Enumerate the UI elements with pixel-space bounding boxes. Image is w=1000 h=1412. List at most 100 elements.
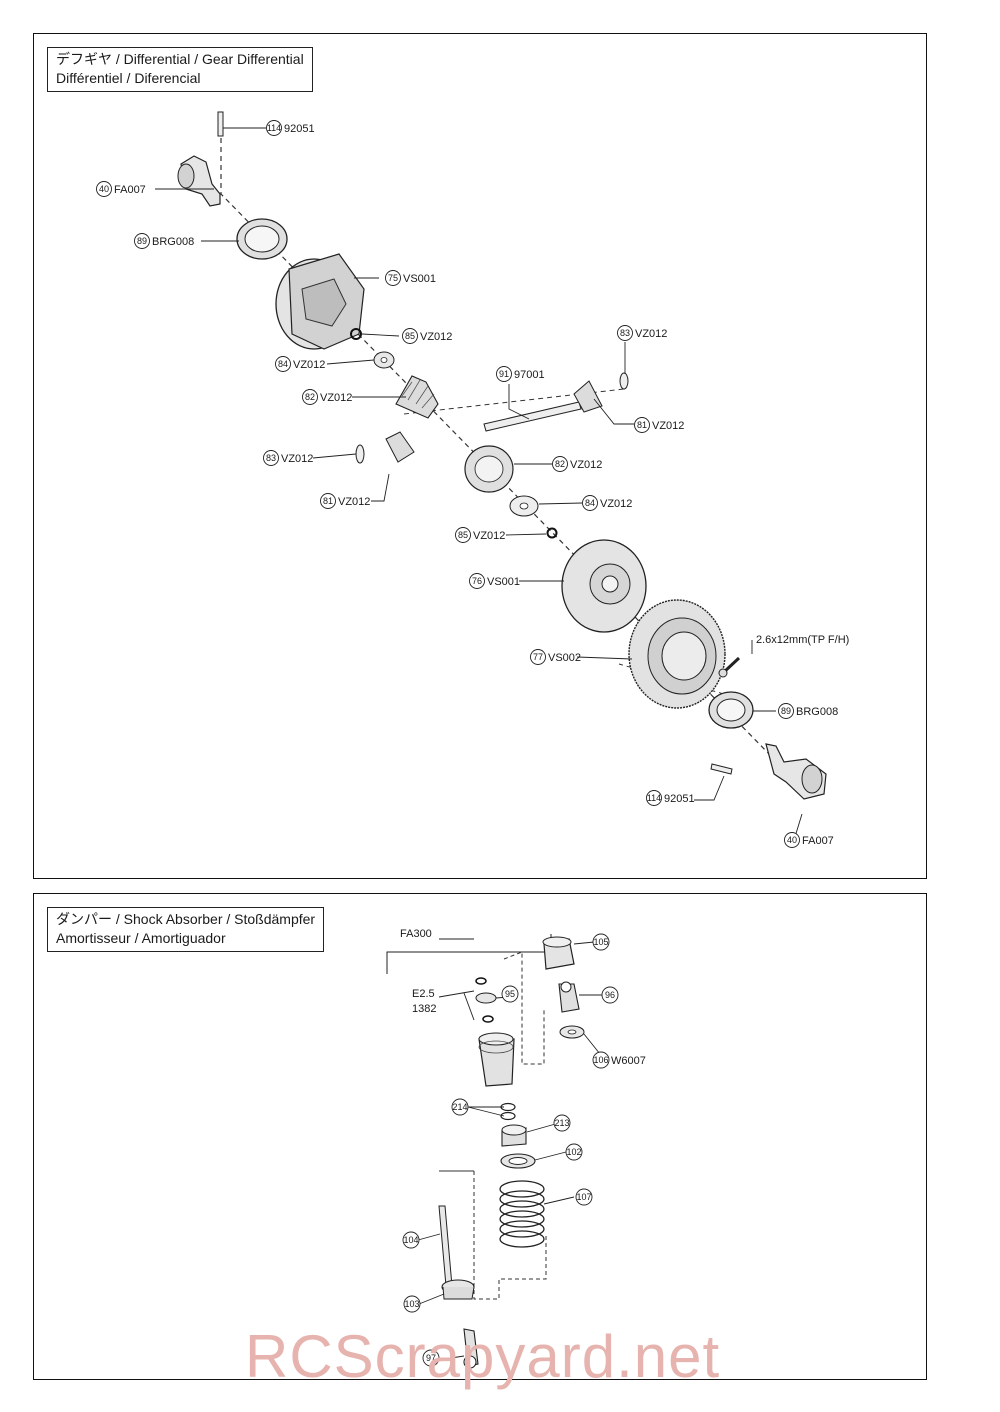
w-part-label: W6007 [611,1055,646,1067]
bearing-top-part [236,218,288,260]
part-code: VS001 [487,576,520,588]
shock-title-line2: Amortisseur / Amortiguador [56,930,226,946]
callout-96: 96 [601,986,619,1004]
diff-ring-gear-part [628,599,726,709]
svg-text:104: 104 [403,1235,418,1245]
callout-85-top: 85 VZ012 [402,328,452,344]
svg-text:85: 85 [405,331,415,341]
part-code: VZ012 [281,453,313,465]
svg-text:96: 96 [605,990,615,1000]
svg-text:114: 114 [267,123,281,133]
callout-81-left: 81 VZ012 [320,493,370,509]
part-code: VZ012 [635,328,667,340]
washer-top-part [373,351,395,369]
callout-114-lower: 114 92051 [646,790,695,806]
callout-213: 213 [553,1114,571,1132]
svg-text:75: 75 [388,273,398,283]
e-clip-lower-part [482,1015,494,1023]
part-code: VZ012 [652,420,684,432]
part-code: 92051 [284,123,315,135]
part-code: VZ012 [320,392,352,404]
part-code: BRG008 [796,706,838,718]
callout-89-top: 89 BRG008 [134,233,194,249]
callout-83-right: 83 VZ012 [617,325,667,341]
callout-89-lower: 89 BRG008 [778,703,838,719]
e-clip-part-label: 1382 [412,1003,436,1015]
assembly-axis-line [220,129,775,760]
svg-text:81: 81 [323,496,333,506]
shock-body-part [478,1032,515,1087]
callout-97: 97 [422,1349,440,1367]
outdrive-lower-part [765,743,827,800]
diff-case-part [275,253,365,350]
screw-part [718,656,741,678]
svg-text:81: 81 [637,420,647,430]
outdrive-top-part [177,155,221,207]
svg-text:102: 102 [566,1147,581,1157]
bevel-gear-top-part [395,375,439,419]
part-code: VZ012 [600,498,632,510]
svg-text:82: 82 [305,392,315,402]
differential-panel: デフギヤ / Differential / Gear Differential … [33,33,927,879]
svg-text:91: 91 [499,369,509,379]
o-ring-lower-part [546,527,558,539]
callout-40-lower: 40 FA007 [784,832,834,848]
differential-title-box: デフギヤ / Differential / Gear Differential … [47,47,313,92]
callout-214: 214 [451,1098,469,1116]
spring-part [499,1180,545,1248]
set-bracket [386,934,552,974]
svg-text:84: 84 [585,498,595,508]
callout-85-lower: 85 VZ012 [455,527,505,543]
svg-text:84: 84 [278,359,288,369]
watermark-text: RCScrapyard.net [245,1323,721,1390]
part-code: FA007 [802,835,834,847]
callout-107: 107 [575,1188,593,1206]
differential-exploded-diagram: 114 92051 40 FA007 89 BRG008 75 VS001 85… [96,111,849,848]
o-ring-top-part [350,328,362,340]
washer-left-part [355,444,365,464]
svg-text:107: 107 [576,1192,591,1202]
svg-text:114: 114 [647,793,661,803]
svg-text:95: 95 [505,989,515,999]
svg-text:97: 97 [426,1353,436,1363]
part-code: FA007 [114,184,146,196]
part-code: VS002 [548,652,581,664]
svg-text:103: 103 [404,1299,419,1309]
callout-83-left: 83 VZ012 [263,450,313,466]
o-rings-part [500,1102,516,1121]
part-code: VZ012 [420,331,452,343]
pin-top-part [217,111,224,137]
callout-82-lower: 82 VZ012 [552,456,602,472]
shock-title-box: ダンパー / Shock Absorber / Stoßdämpfer Amor… [47,907,325,952]
callout-77: 77 VS002 [530,649,581,665]
part-code: VZ012 [473,530,505,542]
part-code: 92051 [664,793,695,805]
bevel-gear-lower-part [464,445,514,493]
screw-size-label: 2.6x12mm(TP F/H) [756,634,849,646]
callout-82-top: 82 VZ012 [302,389,352,405]
svg-text:89: 89 [137,236,147,246]
callout-105: 105 [592,933,610,951]
differential-title-line1: デフギヤ / Differential / Gear Differential [56,51,304,67]
spring-retainer-top-part [500,1153,536,1169]
differential-title-line2: Différentiel / Diferencial [56,70,201,86]
svg-text:105: 105 [593,937,608,947]
cross-pin-part [483,401,582,432]
svg-text:83: 83 [620,328,630,338]
pinion-right-part [573,380,603,413]
e-clip-label: E2.5 [412,988,435,1000]
callout-84-lower: 84 VZ012 [582,495,632,511]
svg-text:89: 89 [781,706,791,716]
callout-75: 75 VS001 [385,270,436,286]
part-code: VZ012 [293,359,325,371]
callout-103: 103 [403,1295,421,1313]
rod-end-top-part [558,981,580,1013]
shaft-part [438,1205,453,1287]
part-code: VZ012 [338,496,370,508]
svg-text:106: 106 [593,1055,608,1065]
callout-106: 106 W6007 [592,1051,646,1069]
rod-end-lower-part [463,1328,479,1369]
callout-40-top: 40 FA007 [96,181,146,197]
washer-lower-part [509,495,539,517]
callout-91: 91 97001 [496,366,545,382]
